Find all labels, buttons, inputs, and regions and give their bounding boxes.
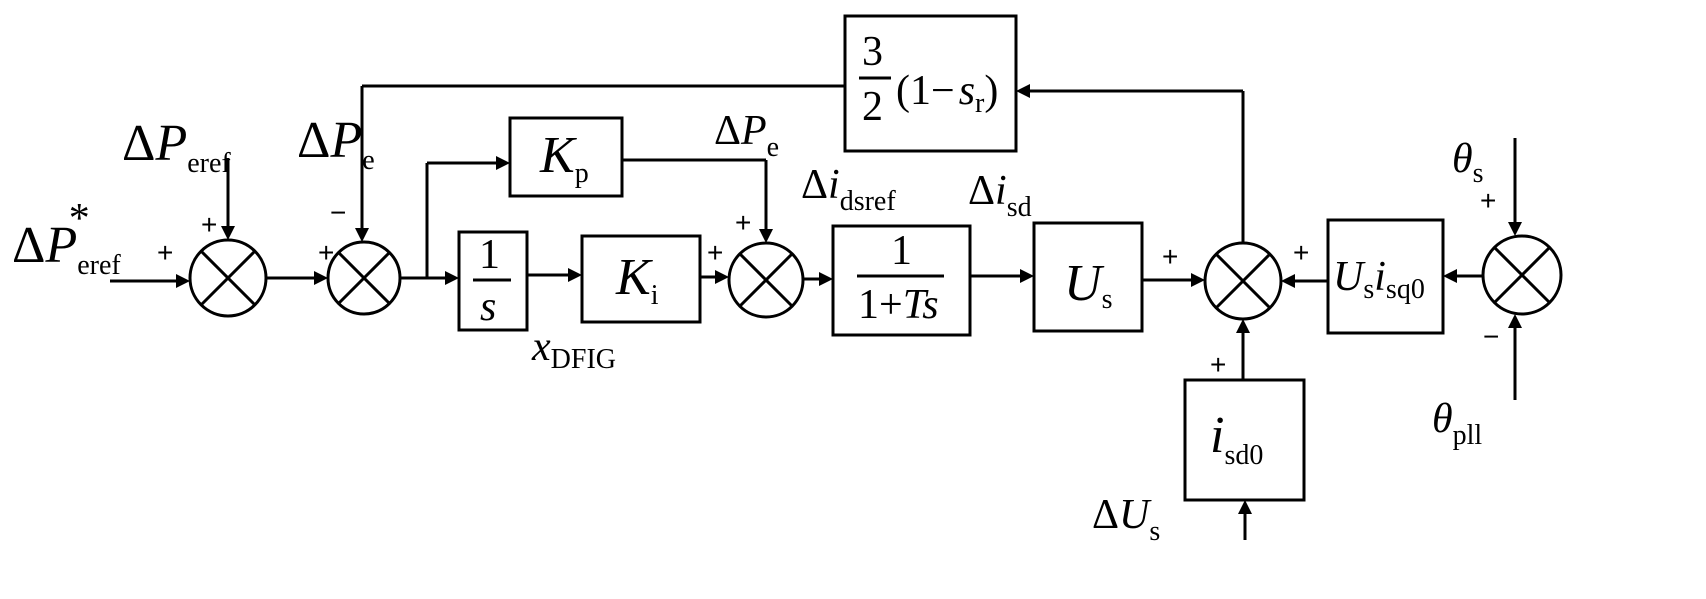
sum2-left-sign: +: [318, 237, 334, 268]
us-gain-block: [1032, 221, 1144, 333]
sum3-top-sign: +: [735, 207, 751, 238]
feedback-gain-block: [843, 14, 1018, 153]
sum1-top-sign: +: [201, 209, 217, 240]
kp-block: [508, 116, 624, 198]
sign-markers: + + + − + + + + + + −: [157, 185, 1499, 380]
svg-text:(1−sr): (1−sr): [896, 68, 998, 119]
ki-block: [580, 234, 702, 324]
sum3-left-sign: +: [707, 237, 723, 268]
summing-junction-2: [326, 240, 402, 316]
label-delta-u-s: ΔUs: [1092, 492, 1160, 547]
feedback-gain-block-label: 3 2 (1−sr): [859, 29, 998, 130]
svg-text:1+Ts: 1+Ts: [858, 282, 939, 328]
svg-text:1: 1: [479, 232, 500, 278]
label-delta-p-e-proportional: ΔPe: [714, 108, 779, 163]
sum2-top-sign: −: [330, 197, 346, 228]
svg-text:3: 3: [862, 29, 883, 75]
isd0-block: [1183, 378, 1306, 502]
label-theta-pll: θpll: [1432, 396, 1482, 451]
sum4-bottom-sign: +: [1210, 349, 1226, 380]
summing-junction-1: [188, 238, 268, 318]
label-delta-p-e-feedback: ΔPe: [297, 112, 375, 176]
svg-text:1: 1: [891, 228, 912, 274]
us-isq0-block: [1326, 218, 1445, 335]
svg-text:s: s: [480, 284, 496, 330]
label-delta-i-dsref: Δidsref: [801, 162, 896, 217]
kp-block-label: Kp: [539, 127, 589, 189]
sum1-left-sign: +: [157, 237, 173, 268]
us-gain-block-label: Us: [1064, 255, 1112, 315]
arrowheads: [176, 84, 1522, 514]
label-delta-i-sd: Δisd: [968, 168, 1032, 223]
sum5-top-sign: +: [1480, 185, 1496, 216]
summing-junction-5: [1481, 234, 1563, 316]
isd0-block-label: isd0: [1210, 407, 1263, 471]
lag-block-label: 1 1+Ts: [857, 228, 944, 328]
label-theta-s: θs: [1452, 136, 1484, 189]
signal-wires: [110, 84, 1517, 540]
svg-text:2: 2: [862, 84, 883, 130]
label-delta-p-eref-star: ΔPeref*: [12, 196, 121, 281]
sum5-bottom-sign: −: [1483, 321, 1499, 352]
label-delta-p-eref: ΔPeref: [122, 115, 231, 179]
summing-junction-3: [727, 241, 805, 319]
integrator-block-label: 1 s: [473, 232, 511, 330]
summing-junction-4: [1203, 241, 1283, 321]
ki-block-label: Ki: [615, 249, 659, 311]
us-isq0-block-label: Usisq0: [1333, 254, 1425, 305]
sum4-left-sign: +: [1162, 241, 1178, 272]
label-x-dfig: xDFIG: [531, 324, 616, 375]
sum4-right-sign: +: [1293, 237, 1309, 268]
lag-block: [831, 224, 972, 337]
